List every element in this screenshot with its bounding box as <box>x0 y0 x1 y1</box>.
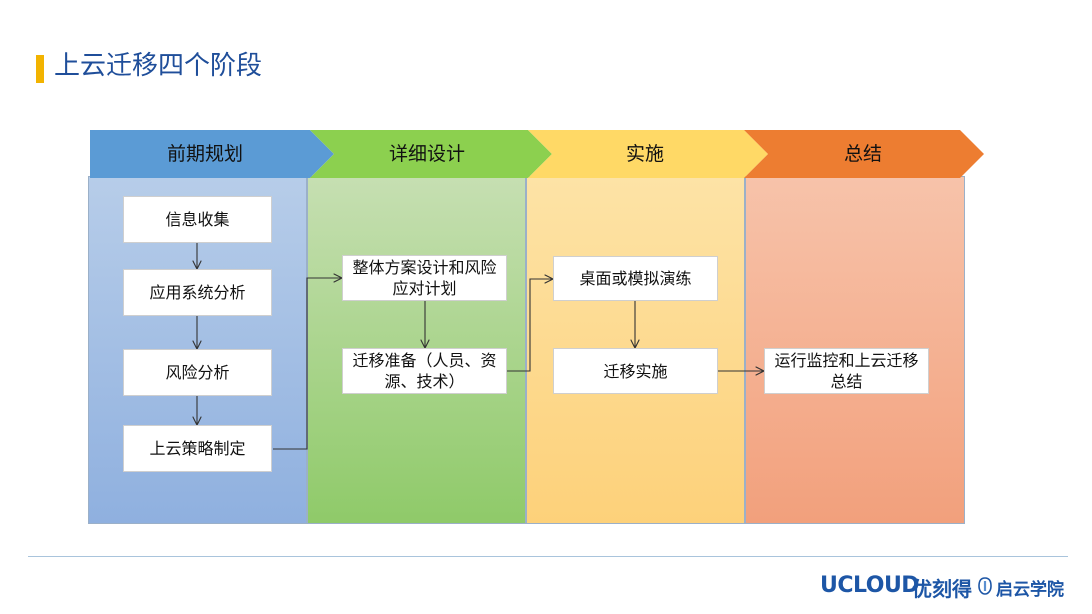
arrow-planning-to-design <box>273 278 341 450</box>
arrow-design-to-implementation <box>507 279 552 372</box>
chevron-summary <box>744 130 984 178</box>
step-monitoring-summary: 运行监控和上云迁移总结 <box>764 348 929 394</box>
qiyun-logo-icon <box>978 577 992 595</box>
ucloud-cn-logo: 优刻得 <box>912 577 972 601</box>
phase-label-design: 详细设计 <box>388 143 465 165</box>
step-overall-design: 整体方案设计和风险应对计划 <box>342 255 507 301</box>
ucloud-logo: UCLOUD <box>820 573 920 598</box>
chevron-implementation <box>528 130 768 178</box>
step-info-collection: 信息收集 <box>123 196 272 243</box>
chevron-design <box>310 130 552 178</box>
step-migration-execution: 迁移实施 <box>553 348 718 394</box>
chevron-planning <box>90 130 334 178</box>
step-app-analysis: 应用系统分析 <box>123 269 272 316</box>
footer-divider <box>28 556 1068 557</box>
phase-label-summary: 总结 <box>843 143 882 165</box>
phase-label-implementation: 实施 <box>625 143 664 165</box>
step-drill: 桌面或模拟演练 <box>553 256 718 301</box>
title-accent-bar <box>36 55 44 83</box>
page-title: 上云迁移四个阶段 <box>54 51 263 81</box>
phase-label-planning: 前期规划 <box>166 143 243 165</box>
step-cloud-strategy: 上云策略制定 <box>123 425 272 472</box>
step-risk-analysis: 风险分析 <box>123 349 272 396</box>
qiyun-academy-logo: 启云学院 <box>996 580 1064 600</box>
step-migration-prep: 迁移准备（人员、资源、技术） <box>342 348 507 394</box>
